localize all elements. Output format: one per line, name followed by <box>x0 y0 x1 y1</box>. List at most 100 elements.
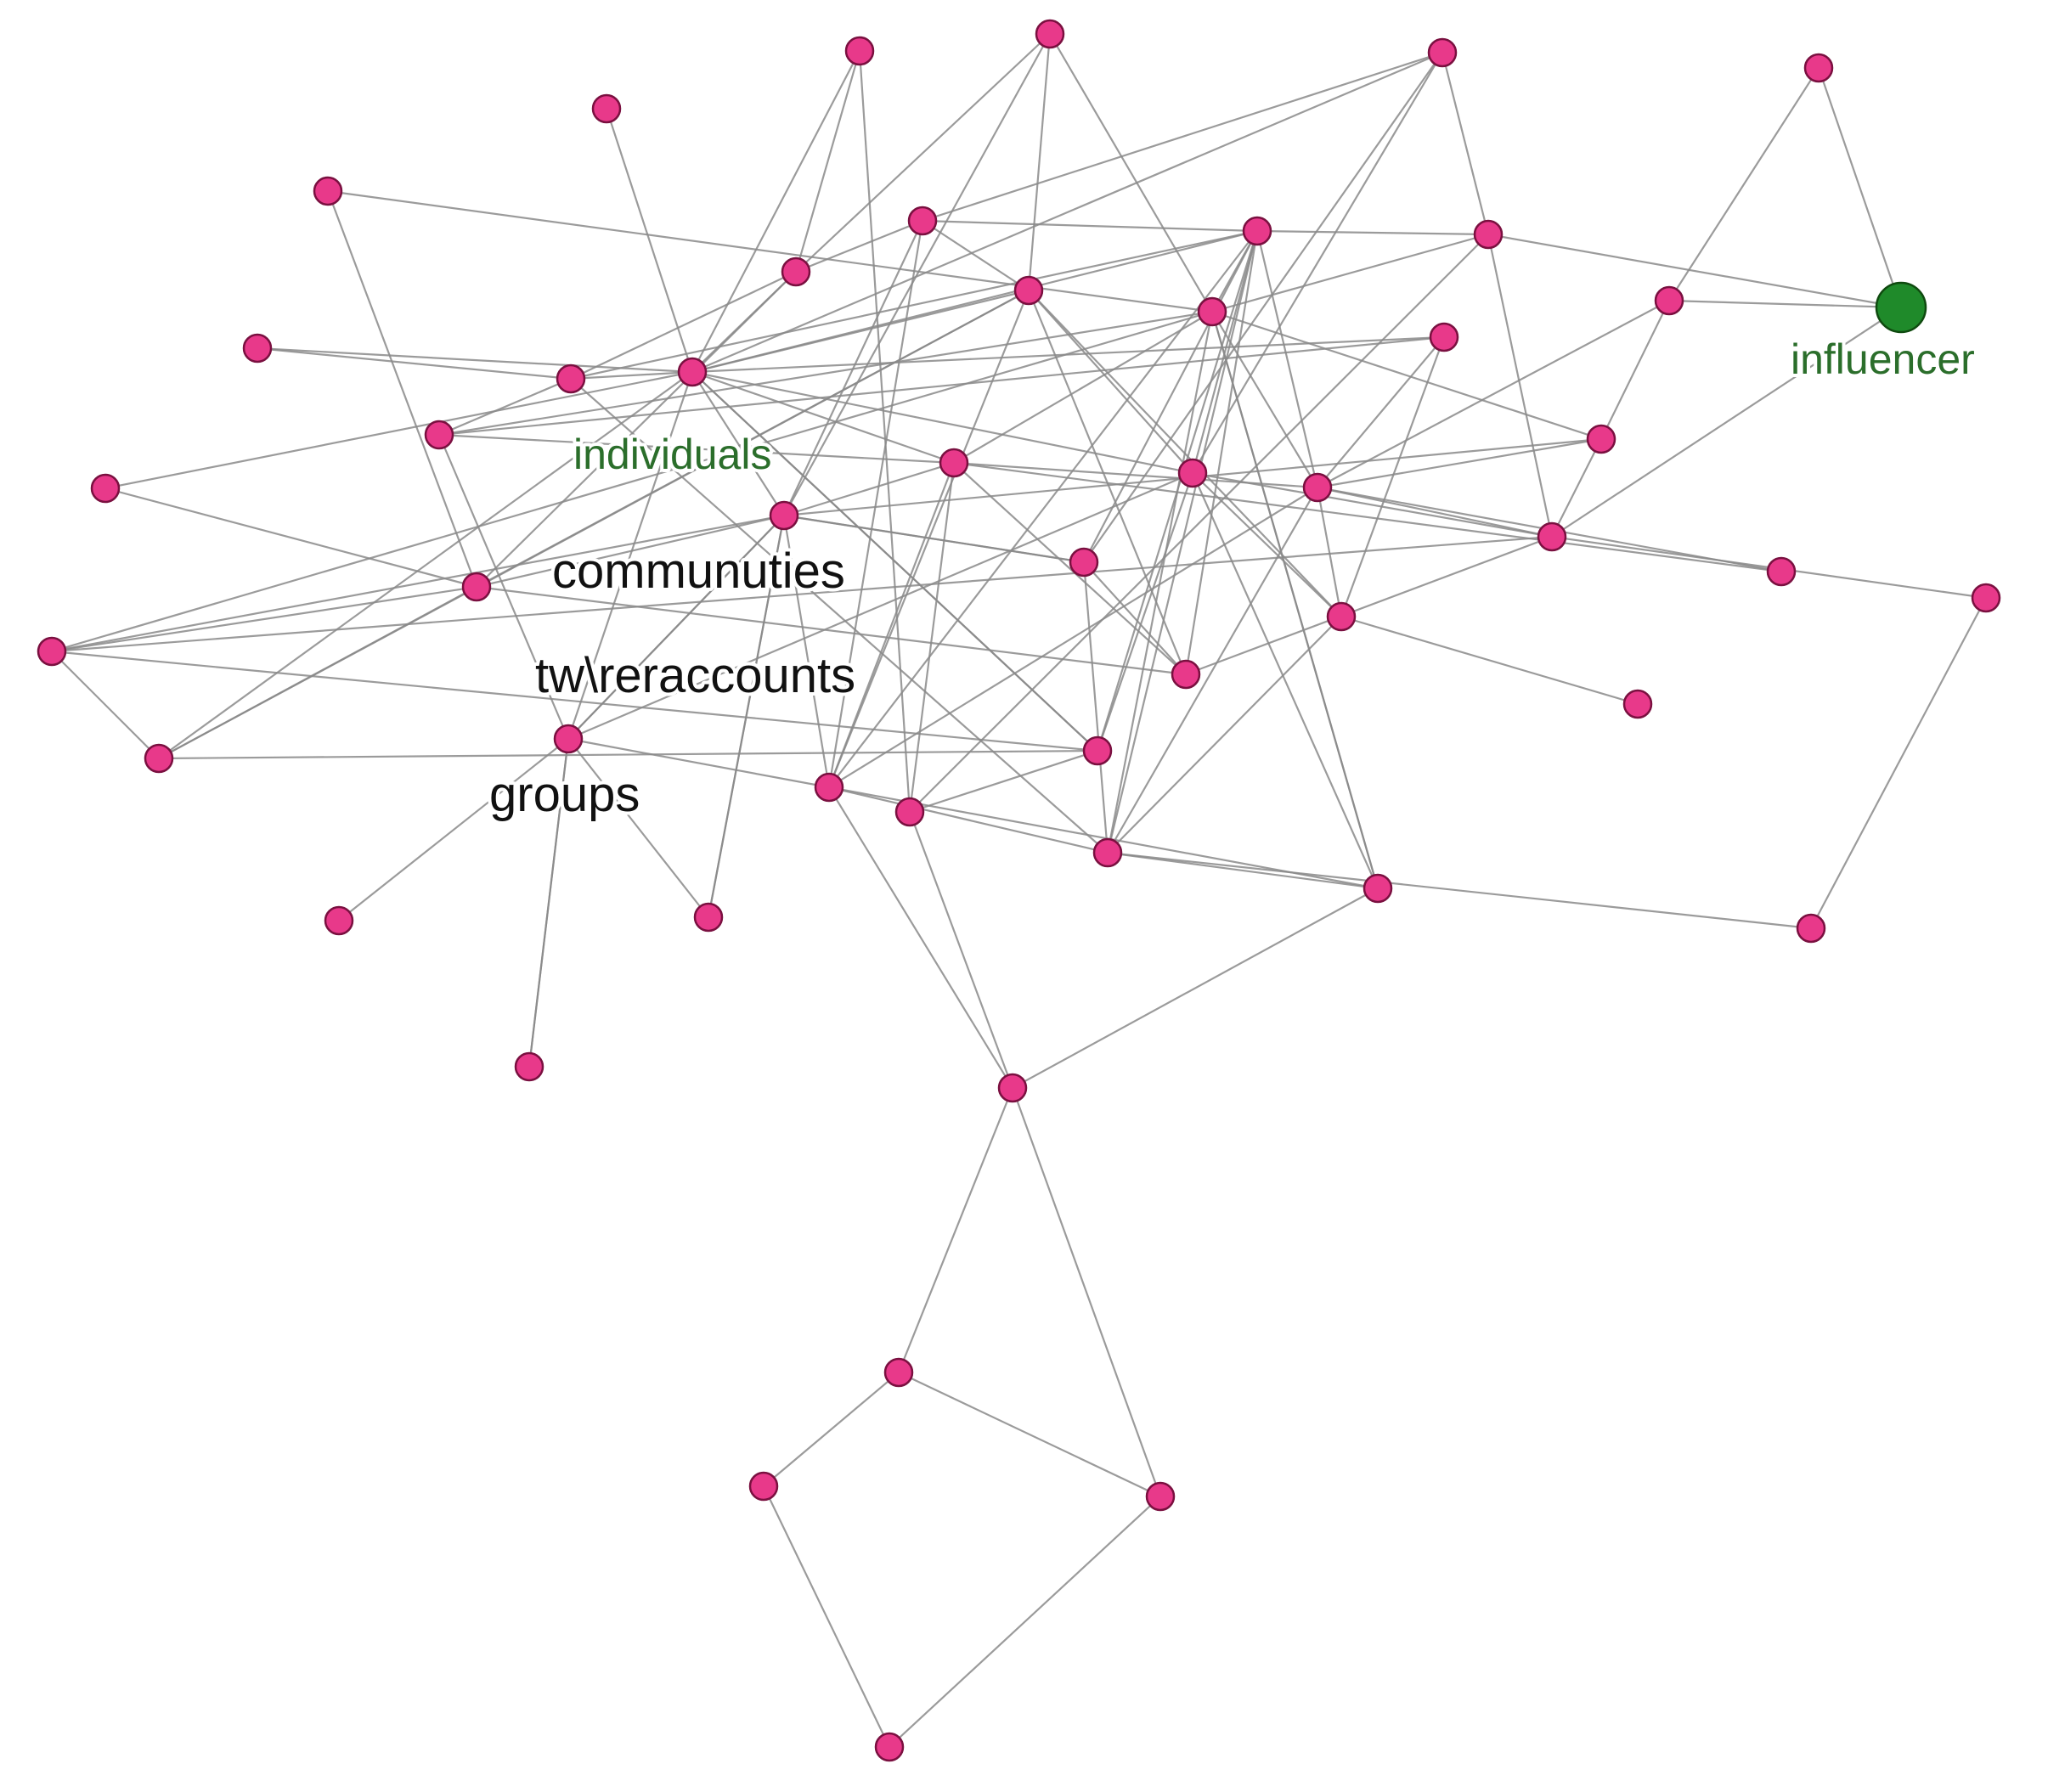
edge <box>794 50 861 273</box>
edge <box>691 229 1258 374</box>
edge <box>1317 336 1445 488</box>
node <box>1069 547 1099 578</box>
edge <box>898 1372 1161 1497</box>
edge <box>1211 233 1489 313</box>
edge <box>1107 487 1318 854</box>
edge <box>827 462 956 788</box>
edge <box>567 471 1193 741</box>
edge <box>782 515 831 788</box>
edge <box>327 189 1213 313</box>
edge <box>763 1372 900 1487</box>
influencer-edge <box>1817 67 1903 308</box>
edge <box>476 271 797 588</box>
edge <box>1316 487 1343 617</box>
node <box>1622 689 1653 719</box>
edge <box>953 461 1782 573</box>
influencer-edge <box>1668 299 1902 309</box>
edge <box>1082 561 1109 854</box>
node <box>514 1051 544 1082</box>
edge <box>1340 336 1446 617</box>
edge <box>567 738 709 918</box>
node <box>677 357 708 387</box>
edge <box>158 586 477 759</box>
edge <box>783 461 955 517</box>
node <box>591 93 622 124</box>
edge <box>1441 52 1490 235</box>
node <box>883 1357 914 1388</box>
node <box>1766 556 1797 587</box>
edge <box>909 234 1489 813</box>
node <box>1427 37 1458 68</box>
edge <box>104 487 477 589</box>
edge <box>1192 471 1553 538</box>
node <box>1177 458 1208 488</box>
node <box>748 1471 779 1502</box>
edge <box>1210 311 1379 889</box>
edge <box>763 1485 890 1748</box>
edge <box>51 310 1213 653</box>
node <box>242 333 273 363</box>
edge <box>438 377 572 437</box>
edge <box>570 229 1258 380</box>
edge <box>1340 615 1639 706</box>
label-layer: individuals communuties tw\reraccounts g… <box>486 332 1978 826</box>
node <box>553 724 584 754</box>
node <box>693 902 724 933</box>
edge <box>51 650 1098 752</box>
edge <box>438 433 955 465</box>
edge <box>1107 616 1342 854</box>
edge <box>827 220 924 788</box>
edge <box>605 108 694 373</box>
edge <box>438 335 1445 437</box>
node <box>1092 837 1123 868</box>
node <box>324 905 354 936</box>
node <box>1082 735 1113 766</box>
node <box>1803 53 1834 83</box>
node <box>781 256 811 287</box>
node <box>1302 472 1333 503</box>
edge-layer <box>51 33 1987 1748</box>
edge <box>1211 311 1318 488</box>
edge <box>1185 535 1553 676</box>
node <box>90 473 121 504</box>
node <box>1197 296 1227 327</box>
node <box>1171 659 1201 690</box>
edge <box>1106 230 1259 854</box>
node <box>1537 521 1567 552</box>
edge <box>922 220 1030 291</box>
edge <box>567 737 830 789</box>
node <box>144 743 174 774</box>
edge <box>257 347 572 380</box>
edge <box>51 514 785 653</box>
node <box>1429 322 1459 352</box>
edge <box>908 811 1014 1089</box>
node <box>1473 219 1504 250</box>
edge <box>1211 310 1602 441</box>
node <box>1013 275 1044 306</box>
edge <box>570 271 797 380</box>
edge <box>908 462 956 813</box>
edge <box>1256 229 1489 236</box>
edge <box>51 585 477 653</box>
edge <box>795 33 1051 273</box>
node <box>1796 913 1826 944</box>
edge <box>1487 234 1554 538</box>
edge <box>1083 561 1187 675</box>
edge <box>1191 230 1259 474</box>
edge <box>1191 472 1379 889</box>
edge <box>953 461 1318 489</box>
node <box>1326 601 1357 632</box>
edge <box>953 311 1213 464</box>
node <box>1145 1481 1176 1512</box>
node <box>1654 285 1684 316</box>
edge <box>828 230 1258 788</box>
edge <box>476 514 785 589</box>
edge <box>889 1496 1161 1748</box>
node <box>1586 424 1616 454</box>
node <box>424 420 454 450</box>
label-influencer: influencer <box>1791 335 1975 383</box>
edge <box>570 378 1109 854</box>
edge <box>1011 1087 1162 1497</box>
edge <box>1107 851 1379 890</box>
